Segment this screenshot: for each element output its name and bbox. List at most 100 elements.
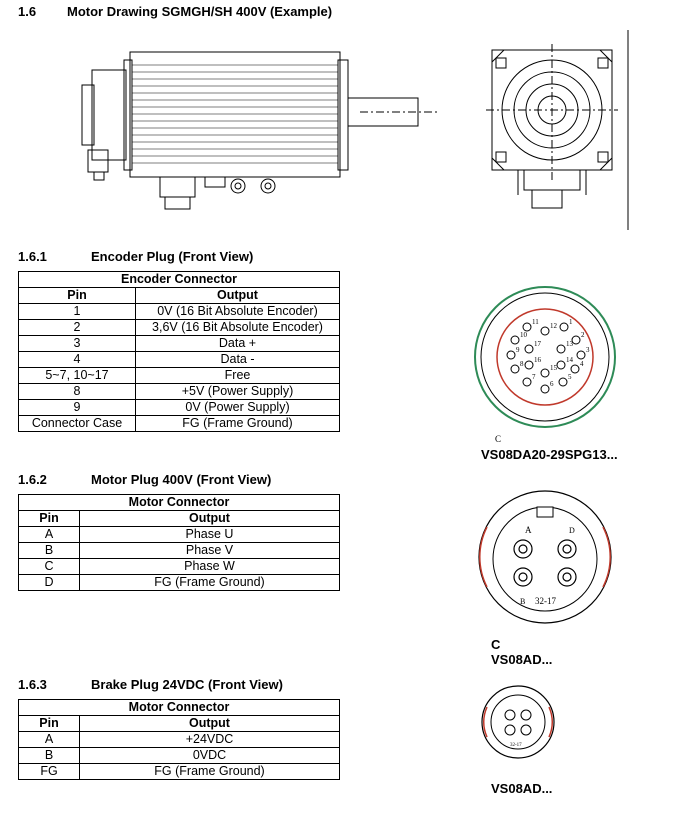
motor-plug-figure: A D B 32-17 <box>478 490 612 624</box>
brake-header-pin: Pin <box>18 715 80 732</box>
encoder-pin <box>522 322 532 332</box>
encoder-pin-label: 8 <box>520 360 524 368</box>
encoder-pin-label: 17 <box>534 340 542 348</box>
pin-cell: 1 <box>18 303 136 320</box>
encoder-pin <box>540 368 550 378</box>
table-row: 8+5V (Power Supply) <box>18 383 340 400</box>
motor-header-pin: Pin <box>18 510 80 527</box>
motor-section-title: Motor Plug 400V (Front View) <box>91 472 272 487</box>
encoder-pin <box>559 322 569 332</box>
pin-cell: Connector Case <box>18 415 136 432</box>
encoder-pin-label: 9 <box>516 346 520 354</box>
encoder-pin <box>510 335 520 345</box>
pin-cell: B <box>18 747 80 764</box>
encoder-pin-label: 14 <box>566 356 574 364</box>
motor-figure-code: 32-17 <box>535 596 556 606</box>
encoder-section-title: Encoder Plug (Front View) <box>91 249 254 264</box>
encoder-pin-label: 2 <box>581 331 585 339</box>
pin-cell: A <box>18 731 80 748</box>
pin-cell: A <box>18 526 80 543</box>
encoder-header-output: Output <box>135 287 340 304</box>
encoder-pin-label: 12 <box>550 322 558 330</box>
encoder-pin-label: 13 <box>566 340 574 348</box>
motor-pin-a-label: A <box>525 525 532 535</box>
brake-section-number: 1.6.3 <box>18 677 47 692</box>
encoder-pin-label: 7 <box>532 373 536 381</box>
output-cell: FG (Frame Ground) <box>79 763 340 780</box>
pin-cell: 5~7, 10~17 <box>18 367 136 384</box>
motor-pin-b-label: B <box>520 597 525 606</box>
output-cell: 0VDC <box>79 747 340 764</box>
output-cell: FG (Frame Ground) <box>135 415 340 432</box>
output-cell: Phase V <box>79 542 340 559</box>
motor-table-title: Motor Connector <box>18 494 340 511</box>
brake-plug-figure: 32-17 <box>481 685 555 759</box>
brake-caption: VS08AD... <box>491 781 553 796</box>
encoder-pin-label: 4 <box>580 360 584 368</box>
encoder-pin <box>558 377 568 387</box>
encoder-pin-label: 11 <box>532 318 539 326</box>
output-cell: +5V (Power Supply) <box>135 383 340 400</box>
section-number: 1.6 <box>18 4 37 19</box>
motor-header-output: Output <box>79 510 340 527</box>
output-cell: 3,6V (16 Bit Absolute Encoder) <box>135 319 340 336</box>
brake-section-title: Brake Plug 24VDC (Front View) <box>91 677 283 692</box>
encoder-pin-label: 10 <box>520 331 528 339</box>
section-title: Motor Drawing SGMGH/SH 400V (Example) <box>67 4 333 19</box>
encoder-table-title: Encoder Connector <box>18 271 340 288</box>
pin-cell: 2 <box>18 319 136 336</box>
pin-cell: FG <box>18 763 80 780</box>
encoder-caption: VS08DA20-29SPG13... <box>481 447 618 462</box>
table-row: A+24VDC <box>18 731 340 748</box>
pin-cell: D <box>18 574 80 591</box>
output-cell: Data + <box>135 335 340 352</box>
pin-cell: 3 <box>18 335 136 352</box>
output-cell: Data - <box>135 351 340 368</box>
encoder-pin-label: 16 <box>534 356 542 364</box>
output-cell: Phase W <box>79 558 340 575</box>
encoder-pin-label: 6 <box>550 380 554 388</box>
encoder-header-pin: Pin <box>18 287 136 304</box>
encoder-pin <box>540 384 550 394</box>
encoder-section-number: 1.6.1 <box>18 249 47 264</box>
motor-side-drawing <box>81 51 440 210</box>
encoder-figure-label: C <box>495 434 501 444</box>
encoder-pin <box>524 344 534 354</box>
pin-cell: 4 <box>18 351 136 368</box>
encoder-pin <box>570 364 580 374</box>
encoder-pin <box>556 344 566 354</box>
motor-figure-label: C <box>491 637 501 652</box>
encoder-pin <box>576 350 586 360</box>
encoder-pin-label: 15 <box>550 364 558 372</box>
encoder-pin-label: 5 <box>568 373 572 381</box>
motor-section-number: 1.6.2 <box>18 472 47 487</box>
encoder-pin <box>571 335 581 345</box>
motor-front-drawing <box>486 30 629 230</box>
brake-table-title: Motor Connector <box>18 699 340 716</box>
brake-figure-code: 32-17 <box>510 743 522 748</box>
output-cell: Phase U <box>79 526 340 543</box>
encoder-pin <box>506 350 516 360</box>
pin-cell: 8 <box>18 383 136 400</box>
pin-cell: 9 <box>18 399 136 416</box>
output-cell: Free <box>135 367 340 384</box>
motor-pin-d-label: D <box>569 526 575 535</box>
output-cell: 0V (16 Bit Absolute Encoder) <box>135 303 340 320</box>
motor-caption: VS08AD... <box>491 652 553 667</box>
